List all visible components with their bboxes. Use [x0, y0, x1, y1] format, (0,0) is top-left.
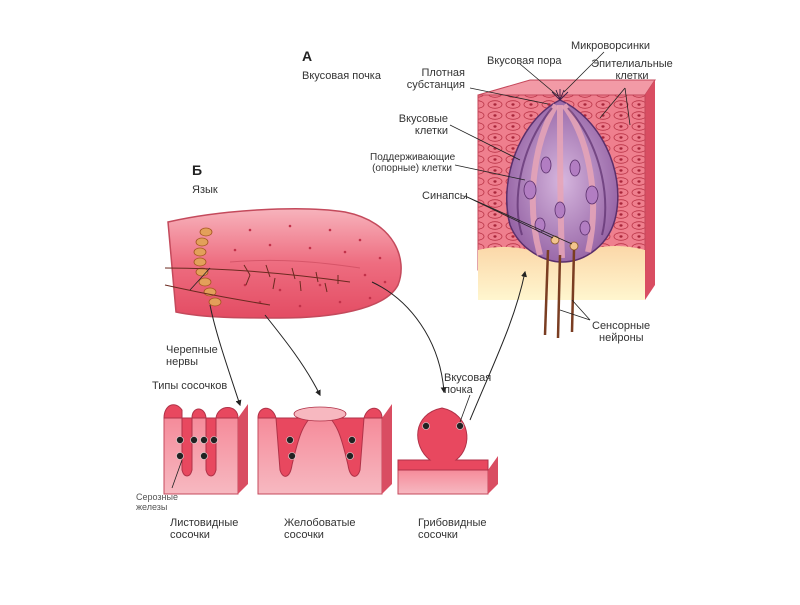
label-cranial-2: нервы	[166, 356, 199, 368]
section-a-letter: А	[302, 48, 313, 64]
label-dense-substance-1: Плотная	[421, 67, 465, 79]
label-fungiform-1: Грибовидные	[418, 517, 487, 529]
label-dense-substance-2: субстанция	[406, 79, 465, 91]
section-b-letter: Б	[192, 162, 203, 178]
fungiform-block	[397, 407, 498, 495]
arrows	[209, 270, 527, 421]
section-a-title: Вкусовая почка	[302, 70, 381, 82]
tongue	[164, 208, 402, 319]
label-foliate-2: сосочки	[170, 529, 210, 541]
label-synapses: Синапсы	[422, 190, 468, 202]
section-b-title: Язык	[192, 184, 218, 196]
label-serous-2: железы	[136, 502, 168, 512]
label-supporting-1: Поддерживающие	[370, 152, 456, 163]
foliate-block	[163, 404, 248, 495]
label-taste-bud-1: Вкусовая	[444, 372, 492, 384]
leader-lines	[171, 51, 631, 489]
taste-bud-block	[477, 79, 656, 339]
label-taste-bud-2: почка	[444, 384, 473, 396]
label-papilla-types: Типы сосочков	[152, 380, 228, 392]
label-vallate-1: Желобоватые	[284, 517, 356, 529]
label-vallate-2: сосочки	[284, 529, 324, 541]
label-taste-cells-1: Вкусовые	[398, 113, 448, 125]
label-microvilli: Микроворсинки	[571, 40, 650, 52]
label-epithelial-2: клетки	[615, 70, 649, 82]
label-taste-pore: Вкусовая пора	[487, 55, 562, 67]
vallate-block	[257, 404, 392, 495]
label-epithelial-1: Эпителиальные	[591, 58, 673, 70]
label-supporting-2: (опорные) клетки	[372, 163, 452, 174]
sensory-neurons	[543, 249, 576, 339]
label-sensory-1: Сенсорные	[592, 320, 651, 332]
label-foliate-1: Листовидные	[170, 517, 239, 529]
label-cranial-1: Черепные	[166, 344, 218, 356]
label-fungiform-2: сосочки	[418, 529, 458, 541]
label-taste-cells-2: клетки	[414, 125, 448, 137]
label-serous-1: Серозные	[136, 492, 178, 502]
label-sensory-2: нейроны	[599, 332, 644, 344]
